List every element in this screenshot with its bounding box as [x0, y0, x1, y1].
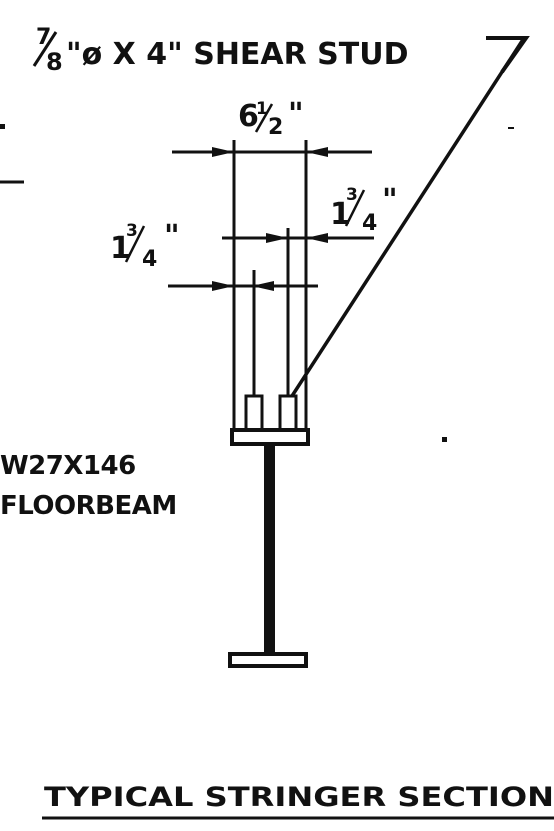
dim-overall-unit: "	[288, 97, 304, 132]
stud-callout-text: "ø X 4" SHEAR STUD	[66, 37, 409, 72]
stud-fraction-numerator: 7	[36, 25, 51, 50]
dim-overall-arrow-right	[306, 147, 328, 157]
stray-mark-dot	[442, 437, 447, 442]
dim-right-arrow-left	[266, 233, 288, 243]
beam-bottom-flange	[228, 652, 308, 668]
dim-right-arrow-right	[306, 233, 328, 243]
stud-right	[278, 394, 298, 432]
beam-size-label: W27X146	[0, 451, 136, 481]
beam-web	[264, 444, 275, 654]
stud-left	[244, 394, 264, 432]
dim-left-num: 3	[126, 221, 138, 241]
dim-overall-width: 6 1 2 "	[172, 97, 372, 157]
stud-fraction-slash	[32, 31, 58, 67]
dim-right-stud-spacing: 1 3 4 "	[222, 183, 398, 243]
dim-left-stud-edge: 1 3 4 "	[110, 219, 318, 291]
dim-overall-slash	[254, 103, 274, 133]
dim-overall-num: 1	[256, 99, 268, 119]
dim-right-unit: "	[382, 183, 398, 218]
dim-right-den: 4	[362, 211, 377, 236]
beam-type-label: FLOORBEAM	[0, 491, 177, 521]
shear-studs	[244, 228, 298, 432]
section-title: TYPICAL STRINGER SECTION	[44, 782, 554, 813]
dim-overall-den: 2	[268, 115, 283, 140]
leader-line	[290, 37, 526, 397]
dim-left-whole: 1	[110, 231, 131, 266]
dim-left-unit: "	[164, 219, 180, 254]
dim-right-slash	[344, 189, 366, 227]
dim-left-arrow-right	[252, 281, 274, 291]
dim-right-num: 3	[346, 185, 358, 205]
dim-left-slash	[124, 225, 146, 263]
dim-left-arrow-left	[212, 281, 234, 291]
beam-top-flange	[230, 428, 310, 446]
dim-right-whole: 1	[330, 197, 351, 232]
dim-left-den: 4	[142, 247, 157, 272]
shear-stud-callout: 7 8 "ø X 4" SHEAR STUD	[32, 25, 530, 397]
dim-overall-arrow-left	[212, 147, 234, 157]
stud-fraction-denominator: 8	[46, 48, 63, 76]
dim-overall-whole: 6	[238, 99, 259, 134]
floorbeam-section	[228, 428, 310, 668]
left-edge-dot	[0, 124, 5, 129]
